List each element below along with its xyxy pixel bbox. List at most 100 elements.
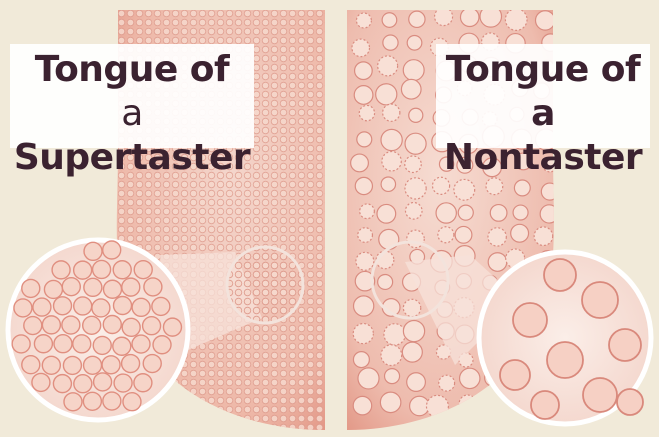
papilla	[377, 204, 396, 223]
papilla	[407, 35, 422, 50]
papilla	[409, 11, 425, 27]
papilla	[114, 374, 132, 392]
papilla	[53, 375, 71, 393]
papilla	[355, 62, 373, 80]
nontaster-title-word: Nontaster	[444, 137, 642, 178]
papilla	[460, 368, 480, 388]
papilla	[383, 104, 400, 121]
papilla	[378, 274, 393, 289]
papilla	[14, 299, 32, 317]
papilla	[22, 279, 40, 297]
papilla	[531, 391, 559, 419]
papilla	[351, 154, 369, 172]
papilla	[382, 13, 397, 28]
papilla	[356, 252, 374, 270]
papilla	[143, 317, 161, 335]
papilla	[376, 84, 397, 105]
papilla	[383, 35, 398, 50]
nontaster-magnified-view	[479, 252, 651, 424]
papilla	[459, 395, 476, 412]
papilla	[103, 392, 121, 410]
papilla	[455, 226, 472, 243]
papilla	[74, 297, 92, 315]
papilla	[403, 299, 420, 316]
papilla	[54, 335, 72, 353]
papilla	[152, 297, 170, 315]
papilla	[536, 11, 555, 30]
papilla	[83, 316, 101, 334]
papilla	[380, 392, 400, 412]
supertaster-title-word: Supertaster	[14, 137, 250, 178]
papilla	[403, 320, 424, 341]
papilla	[540, 205, 558, 223]
papilla	[134, 374, 152, 392]
supertaster-magnified-view	[8, 240, 188, 420]
papilla	[32, 373, 50, 391]
papilla	[103, 316, 121, 334]
papilla	[62, 316, 80, 334]
papilla	[511, 224, 529, 242]
papilla	[132, 335, 150, 353]
papilla	[385, 369, 400, 384]
papilla	[74, 375, 92, 393]
papilla	[480, 6, 502, 28]
papilla	[354, 296, 374, 316]
papilla	[84, 356, 102, 374]
papilla	[354, 86, 373, 105]
supertaster-sample-circle	[227, 247, 303, 323]
papilla	[485, 394, 501, 410]
papilla	[486, 178, 503, 195]
papilla	[359, 105, 374, 120]
papilla	[42, 316, 60, 334]
papilla	[403, 60, 424, 81]
papilla	[34, 335, 52, 353]
papilla	[92, 299, 110, 317]
papilla	[74, 261, 92, 279]
papilla	[356, 13, 371, 28]
papilla	[93, 336, 111, 354]
papilla	[54, 297, 72, 315]
papilla	[505, 9, 527, 31]
papilla	[617, 389, 643, 415]
papilla	[382, 152, 401, 171]
nontaster-title-line2: a Nontaster	[436, 92, 650, 180]
papilla	[24, 317, 42, 335]
papilla	[583, 378, 617, 412]
papilla	[123, 393, 141, 411]
papilla	[405, 156, 422, 173]
papilla	[454, 179, 475, 200]
papilla	[94, 373, 112, 391]
papilla	[103, 280, 121, 298]
papilla	[436, 203, 456, 223]
papilla	[488, 253, 507, 272]
papilla	[384, 324, 405, 345]
papilla	[381, 129, 402, 150]
papilla	[458, 205, 473, 220]
papilla	[500, 360, 530, 390]
papilla	[84, 278, 102, 296]
papilla	[44, 280, 62, 298]
supertaster-title-line1: Tongue of	[10, 48, 254, 92]
papilla	[582, 282, 618, 318]
papilla	[353, 324, 373, 344]
papilla	[402, 342, 422, 362]
papilla	[534, 227, 553, 246]
papilla	[63, 356, 81, 374]
papilla	[541, 183, 558, 200]
papilla	[410, 396, 429, 415]
papilla	[132, 298, 150, 316]
nontaster-title: Tongue of a Nontaster	[436, 44, 650, 148]
papilla	[405, 133, 426, 154]
papilla	[352, 39, 370, 57]
papilla	[134, 261, 152, 279]
papilla	[122, 355, 140, 373]
papilla	[64, 393, 82, 411]
papilla	[163, 318, 181, 336]
papilla	[93, 260, 111, 278]
papilla	[33, 298, 51, 316]
papilla	[358, 228, 373, 243]
papilla	[144, 278, 162, 296]
papilla	[514, 180, 530, 196]
papilla	[73, 335, 91, 353]
papilla	[609, 329, 641, 361]
